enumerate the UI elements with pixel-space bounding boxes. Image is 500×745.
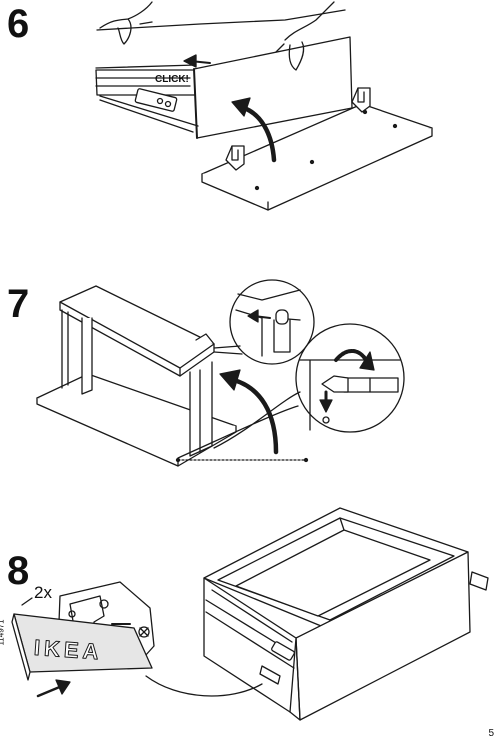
bracket-left [225,145,245,171]
ikea-logo-text: IKEA [33,635,103,665]
step-8-number: 8 [7,549,30,593]
connector-curve [145,675,263,697]
click-label: CLICK! [155,74,189,85]
step-8-illustration: IKEA [10,507,489,721]
side-cap [259,665,281,685]
step-7-illustration [36,279,405,467]
right-post [189,361,213,457]
quantity-label: 2x [34,583,52,602]
step-6-illustration: CLICK! [95,1,433,211]
rail-lines [95,77,191,87]
drawer-inside [235,529,431,617]
left-post [61,309,69,389]
bracket-right [351,87,371,113]
detail-circle-top [229,279,315,365]
drawer-top-edge [96,9,346,31]
step-7-number: 7 [7,282,30,326]
left-hand [99,1,153,45]
push-arrow [183,54,197,68]
step-6-number: 6 [7,2,30,46]
rotate-arrow [241,105,277,163]
page-number: 5 [488,728,494,739]
rotate-arrow-7 [231,377,279,455]
right-hand [275,1,335,71]
push-arrow-8 [55,679,71,695]
back-cap [469,571,489,591]
